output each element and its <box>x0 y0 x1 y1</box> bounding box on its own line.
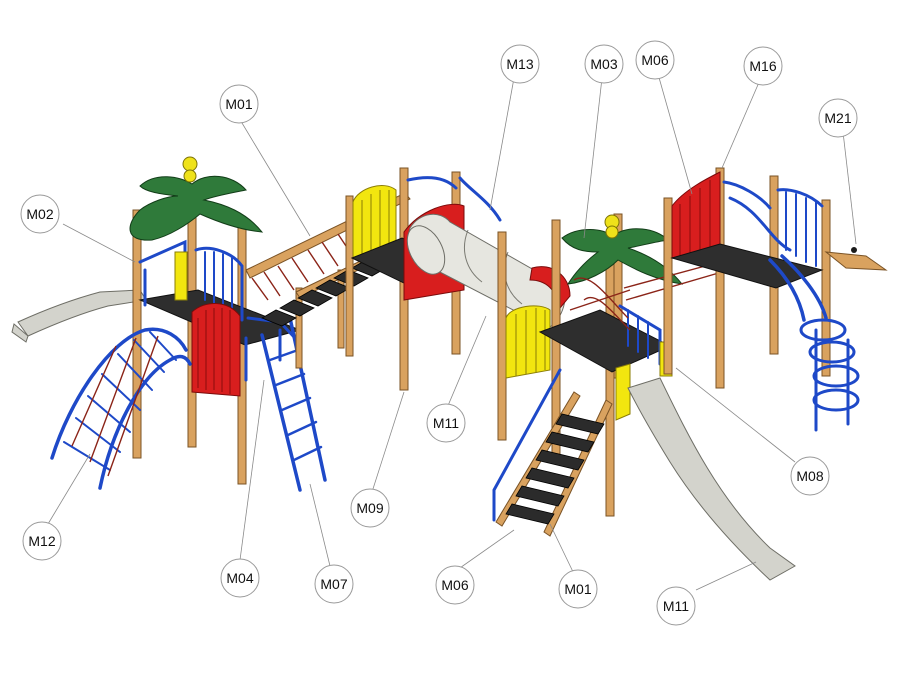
leader-lines <box>47 73 857 591</box>
callout-bubble <box>500 44 540 84</box>
callout-label: M08 <box>796 468 823 484</box>
callout-m06-top: M06 <box>635 40 675 80</box>
rope-bridge <box>245 192 411 369</box>
callout-bubble <box>743 46 783 86</box>
callout-label: M16 <box>749 58 776 74</box>
callout-m21: M21 <box>818 98 858 138</box>
callout-label: M06 <box>641 52 668 68</box>
callout-bubble <box>350 488 390 528</box>
callout-m06-bottom: M06 <box>435 565 475 605</box>
right-tower <box>663 167 888 389</box>
left-ladder <box>260 316 327 492</box>
callout-m13: M13 <box>500 44 540 84</box>
callout-bubble <box>656 586 696 626</box>
callout-bubble <box>426 403 466 443</box>
callout-bubble <box>558 569 598 609</box>
spiral-climber <box>768 254 860 432</box>
left-slide <box>11 289 147 343</box>
callout-m03: M03 <box>584 44 624 84</box>
callout-m02: M02 <box>20 194 60 234</box>
callout-label: M01 <box>564 581 591 597</box>
callout-m01-top: M01 <box>219 84 259 124</box>
callout-bubble <box>818 98 858 138</box>
callout-m16: M16 <box>743 46 783 86</box>
callout-m12: M12 <box>22 521 62 561</box>
callout-bubble <box>22 521 62 561</box>
right-slide <box>627 377 796 581</box>
callout-m04: M04 <box>220 558 260 598</box>
callout-bubble <box>20 194 60 234</box>
callout-label: M11 <box>663 598 689 614</box>
callout-label: M21 <box>824 110 851 126</box>
left-tower <box>129 156 302 485</box>
callout-bubble <box>635 40 675 80</box>
callout-label: M04 <box>226 570 253 586</box>
arch-net-climber <box>50 327 192 490</box>
callout-m07: M07 <box>314 564 354 604</box>
callout-bubble <box>314 564 354 604</box>
callout-label: M12 <box>28 533 55 549</box>
callout-bubble <box>219 84 259 124</box>
callout-label: M09 <box>356 500 383 516</box>
callout-m09: M09 <box>350 488 390 528</box>
callout-label: M11 <box>433 415 459 431</box>
callout-m11-middle: M11 <box>426 403 466 443</box>
wooden-stairs <box>492 368 613 537</box>
callout-label: M01 <box>225 96 252 112</box>
callout-bubble <box>220 558 260 598</box>
callout-label: M06 <box>441 577 468 593</box>
callout-label: M02 <box>26 206 53 222</box>
callout-m01-bottom: M01 <box>558 569 598 609</box>
callout-bubble <box>584 44 624 84</box>
callout-label: M07 <box>320 576 347 592</box>
callout-label: M03 <box>590 56 617 72</box>
callout-bubble <box>435 565 475 605</box>
callout-bubble <box>790 456 830 496</box>
callout-m08: M08 <box>790 456 830 496</box>
callout-label: M13 <box>506 56 533 72</box>
callout-m11-bottom: M11 <box>656 586 696 626</box>
right-middle-tower <box>497 213 723 517</box>
